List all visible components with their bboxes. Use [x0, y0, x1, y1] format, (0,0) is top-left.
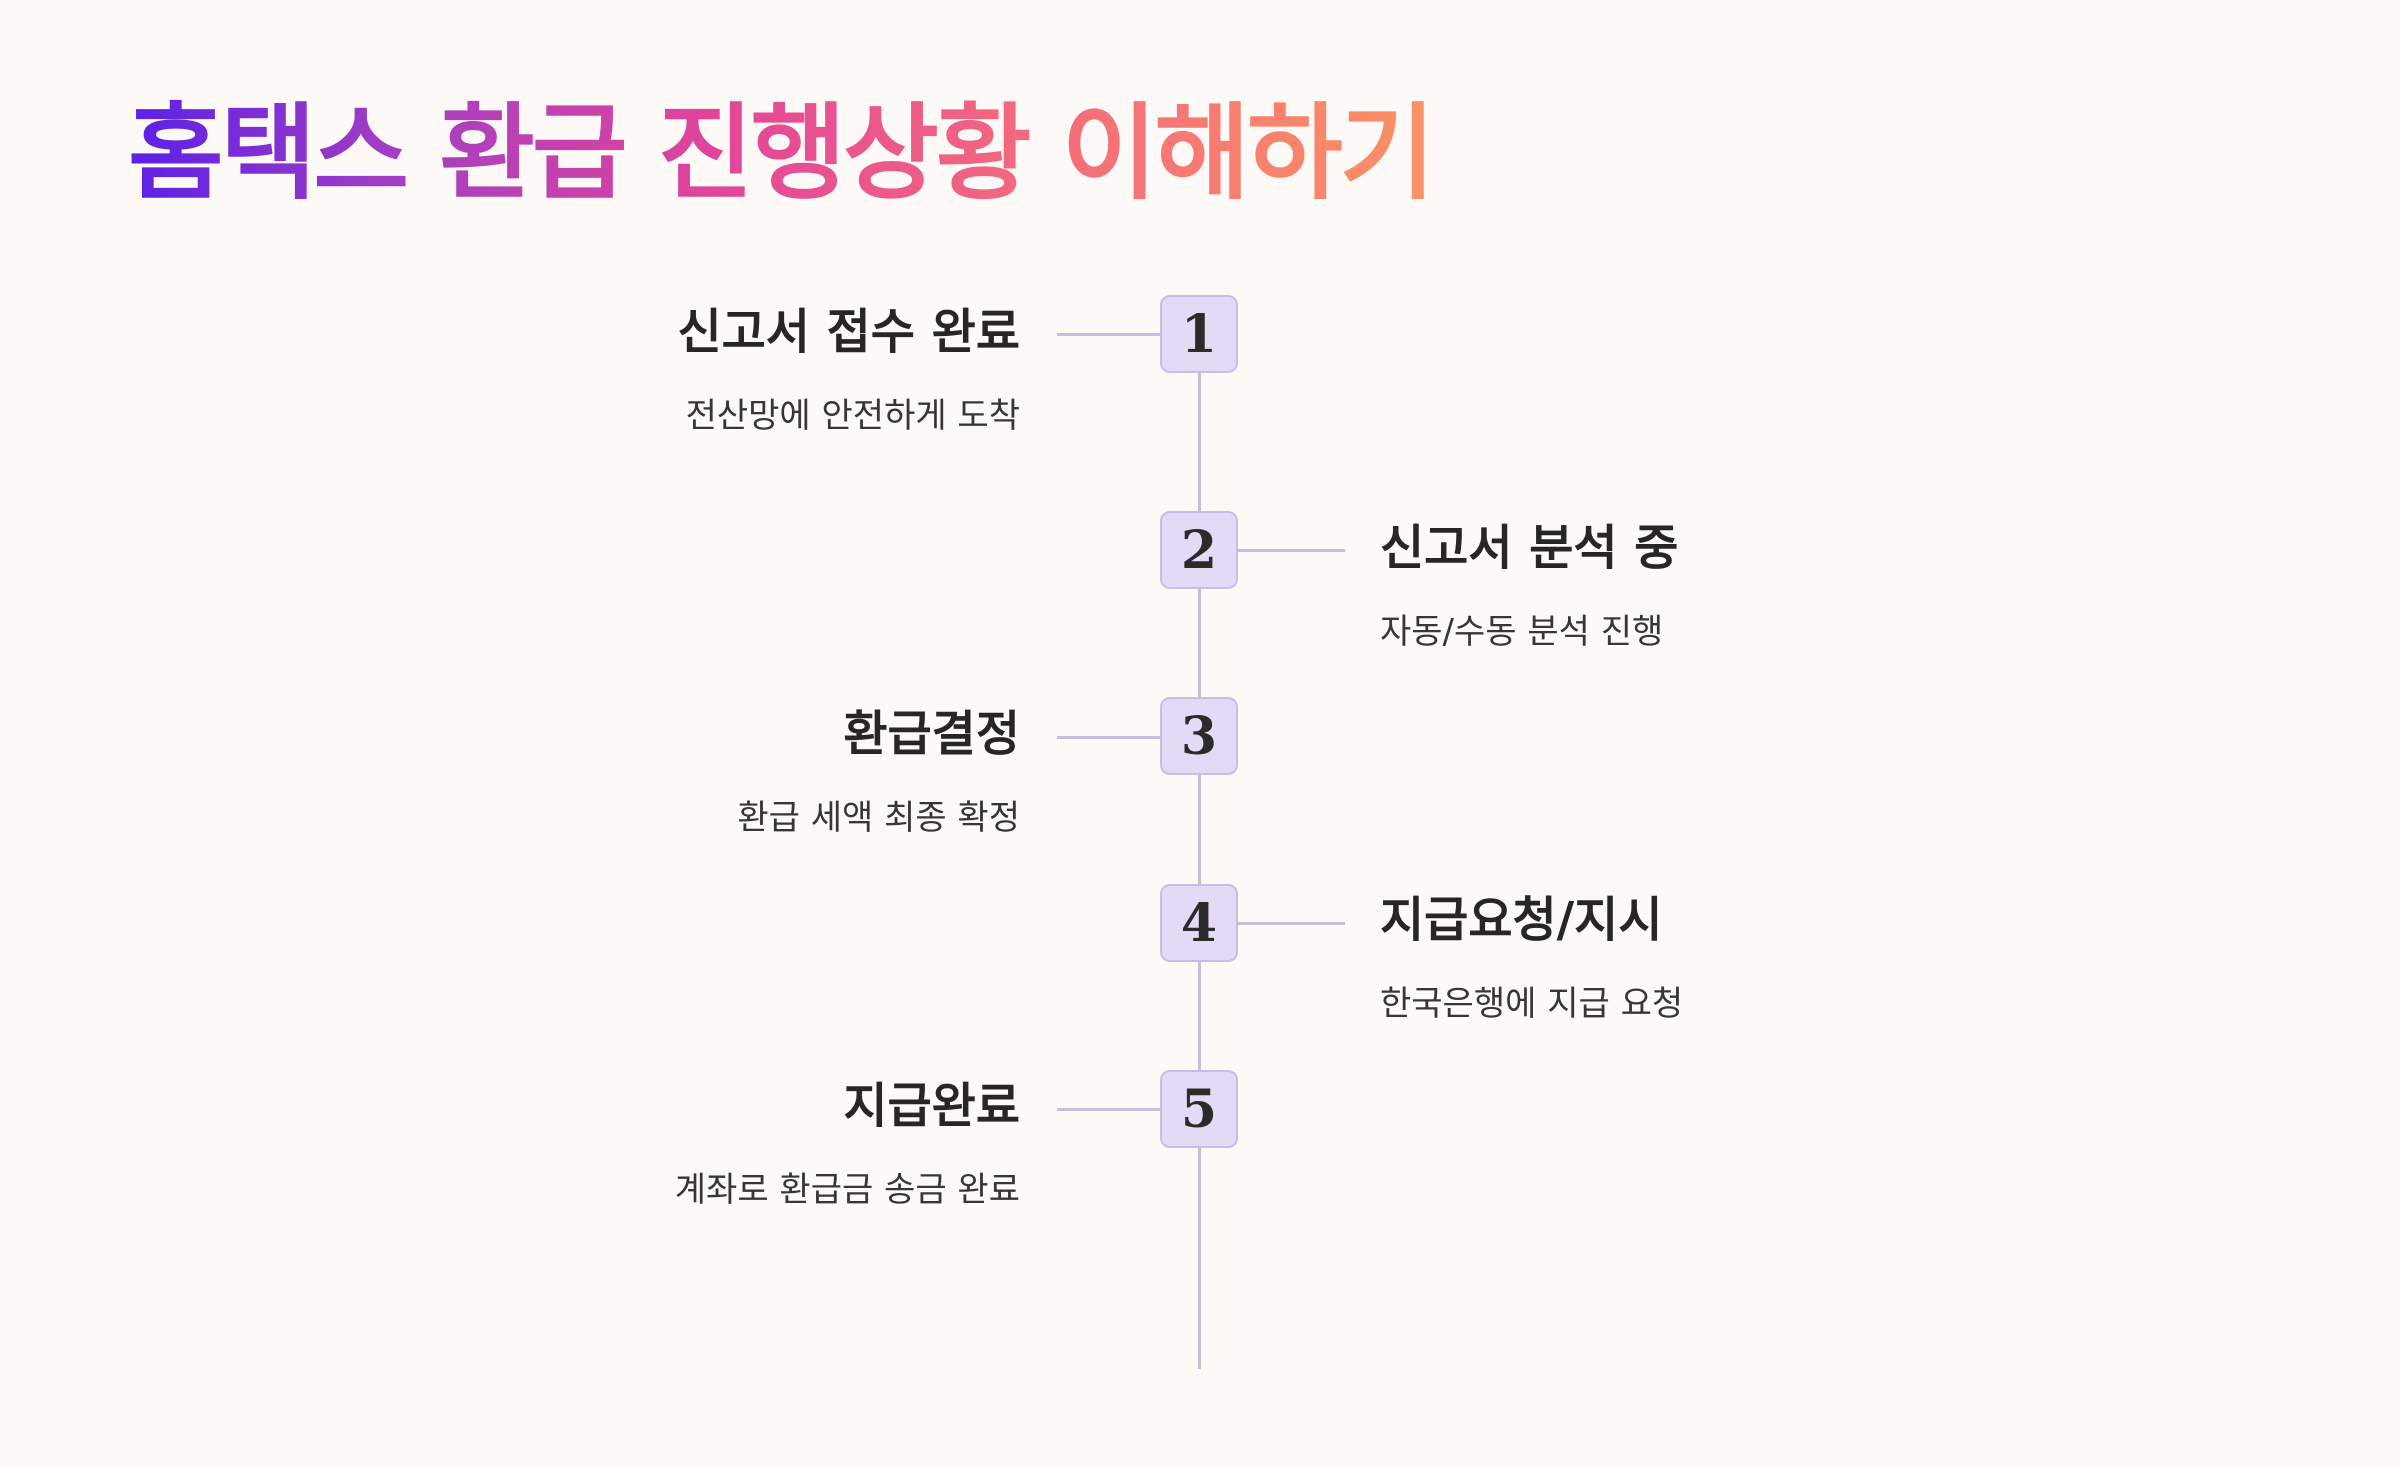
step-1-number-badge: 1 [1160, 295, 1238, 373]
connector-step-2 [1238, 549, 1345, 552]
timeline-line [1198, 330, 1201, 1369]
step-5-number-badge: 5 [1160, 1070, 1238, 1148]
step-1-title: 신고서 접수 완료 [677, 304, 1020, 360]
step-3-description: 환급 세액 최종 확정 [737, 798, 1020, 838]
step-5-description: 계좌로 환급금 송금 완료 [674, 1170, 1020, 1210]
step-3-title: 환급결정 [843, 706, 1020, 762]
step-2-title: 신고서 분석 중 [1380, 520, 1679, 576]
step-3-number-badge: 3 [1160, 697, 1238, 775]
connector-step-4 [1238, 922, 1345, 925]
step-2-description: 자동/수동 분석 진행 [1380, 612, 1664, 652]
connector-step-3 [1057, 736, 1161, 739]
step-4-number-badge: 4 [1160, 884, 1238, 962]
page-title: 홈택스 환급 진행상황 이해하기 [128, 88, 1435, 218]
step-2-number-badge: 2 [1160, 511, 1238, 589]
connector-step-5 [1057, 1108, 1161, 1111]
step-1-description: 전산망에 안전하게 도착 [685, 396, 1020, 436]
step-4-title: 지급요청/지시 [1380, 892, 1663, 948]
step-5-title: 지급완료 [843, 1078, 1020, 1134]
connector-step-1 [1057, 333, 1161, 336]
step-4-description: 한국은행에 지급 요청 [1380, 984, 1684, 1024]
